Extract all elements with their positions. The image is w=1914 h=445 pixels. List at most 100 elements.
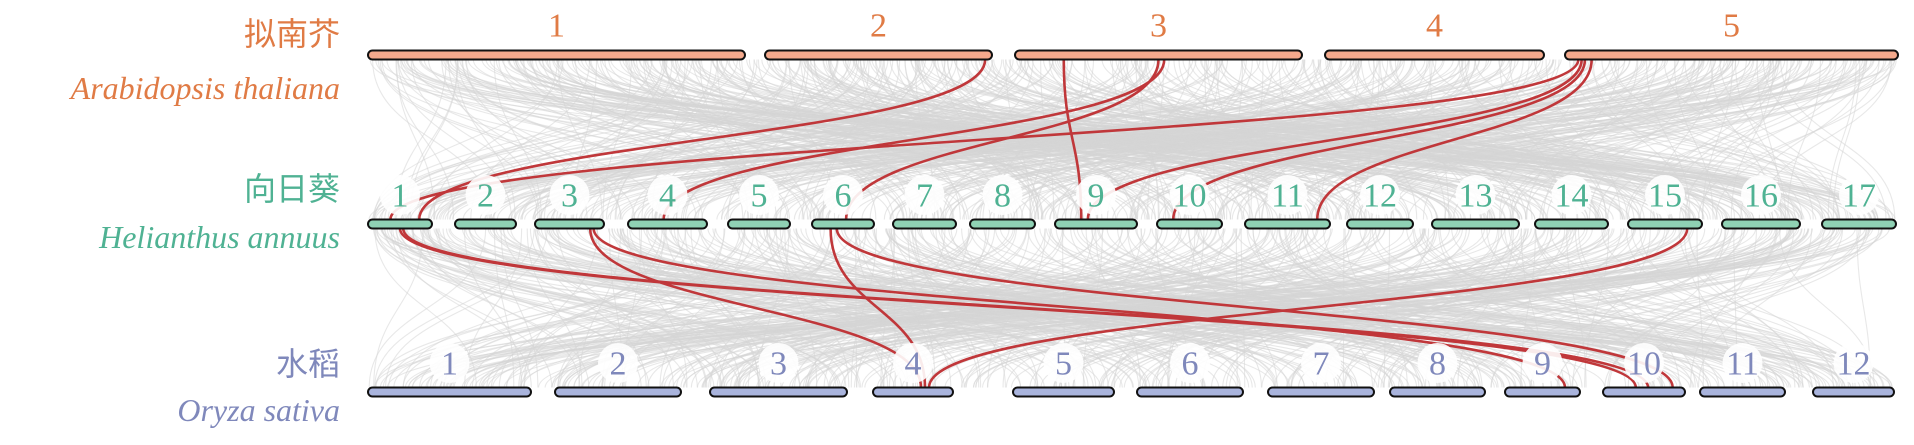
helianthus-chromosome-11 bbox=[1244, 218, 1331, 230]
oryza-chromosome-4 bbox=[872, 386, 954, 398]
helianthus-chromosome-label: 5 bbox=[751, 178, 768, 215]
background-link bbox=[399, 228, 839, 388]
helianthus-chromosome-label: 10 bbox=[1173, 178, 1207, 215]
background-link bbox=[1787, 59, 1821, 220]
oryza-chromosome-label: 10 bbox=[1627, 346, 1661, 383]
helianthus-chromosome-label-bg-11 bbox=[1267, 175, 1308, 215]
helianthus-chromosome-2 bbox=[454, 218, 517, 230]
background-link bbox=[1524, 59, 1747, 220]
background-link bbox=[619, 59, 1467, 220]
helianthus-chromosome-4 bbox=[627, 218, 708, 230]
background-link bbox=[815, 228, 1425, 388]
arabidopsis-chromosome-1 bbox=[367, 49, 746, 61]
background-link bbox=[621, 228, 1301, 388]
helianthus-chromosome-label-bg-2 bbox=[465, 175, 506, 215]
background-link bbox=[608, 228, 1270, 388]
oryza-chromosome-label-bg-5 bbox=[1043, 343, 1084, 383]
background-link bbox=[1534, 228, 1696, 388]
helianthus-chromosome-label: 12 bbox=[1363, 178, 1397, 215]
oryza-chromosome-1 bbox=[367, 386, 532, 398]
helianthus-chromosome-label-bg-14 bbox=[1551, 175, 1592, 215]
background-link bbox=[395, 228, 885, 388]
helianthus-chinese-name: 向日葵 bbox=[243, 170, 340, 208]
background-link bbox=[1054, 228, 1630, 388]
background-link bbox=[381, 59, 1488, 220]
background-link bbox=[716, 59, 1778, 220]
background-link bbox=[1106, 228, 1712, 388]
background-link bbox=[587, 228, 1506, 388]
background-link bbox=[1780, 59, 1896, 220]
background-link bbox=[1715, 59, 1880, 220]
oryza-chromosome-7 bbox=[1267, 386, 1375, 398]
background-link bbox=[707, 228, 1726, 388]
background-link bbox=[1388, 228, 1777, 388]
oryza-chromosome-5 bbox=[1012, 386, 1115, 398]
highlight-link bbox=[662, 59, 1166, 220]
background-link bbox=[498, 228, 687, 388]
background-link bbox=[1827, 59, 1857, 220]
helianthus-chromosome-label-bg-7 bbox=[904, 175, 945, 215]
background-link bbox=[970, 59, 1752, 220]
arabidopsis-chromosome-3 bbox=[1014, 49, 1303, 61]
oryza-chromosome-label: 2 bbox=[610, 346, 627, 383]
background-link bbox=[907, 228, 936, 388]
background-link bbox=[406, 59, 1506, 220]
oryza-chromosome-label-bg-6 bbox=[1170, 343, 1210, 383]
background-link bbox=[1247, 228, 1838, 388]
oryza-chromosome-label-bg-1 bbox=[429, 343, 470, 383]
background-link bbox=[911, 228, 1006, 388]
arabidopsis-chromosome-label: 1 bbox=[548, 8, 565, 45]
background-link bbox=[1312, 228, 1804, 388]
helianthus-chromosome-label-bg-16 bbox=[1741, 175, 1781, 215]
helianthus-chromosome-15 bbox=[1627, 218, 1703, 230]
background-link bbox=[1064, 59, 1219, 220]
background-link bbox=[708, 228, 971, 388]
oryza-chromosome-10 bbox=[1602, 386, 1686, 398]
background-link bbox=[489, 59, 1054, 220]
helianthus-chromosome-label-bg-13 bbox=[1455, 175, 1496, 215]
background-link bbox=[412, 59, 812, 220]
helianthus-chromosome-16 bbox=[1721, 218, 1801, 230]
background-link bbox=[1412, 228, 1572, 388]
background-link bbox=[557, 228, 674, 388]
helianthus-chromosome-13 bbox=[1431, 218, 1520, 230]
oryza-chromosome-label: 6 bbox=[1182, 346, 1199, 383]
oryza-chromosome-6 bbox=[1136, 386, 1244, 398]
helianthus-chromosome-6 bbox=[811, 218, 875, 230]
background-link bbox=[588, 59, 1597, 220]
background-link bbox=[401, 59, 851, 220]
background-link bbox=[381, 59, 635, 220]
background-link bbox=[1613, 59, 1840, 220]
oryza-chromosome-label-bg-2 bbox=[598, 343, 638, 383]
background-link bbox=[1762, 59, 1887, 220]
background-link bbox=[734, 228, 1826, 388]
helianthus-chromosome-8 bbox=[969, 218, 1036, 230]
background-link bbox=[411, 228, 687, 388]
oryza-chromosome-label: 9 bbox=[1534, 346, 1551, 383]
helianthus-chromosome-label: 17 bbox=[1842, 178, 1876, 215]
arabidopsis-chromosome-label: 3 bbox=[1150, 8, 1167, 45]
helianthus-chromosome-label-bg-5 bbox=[739, 175, 779, 215]
oryza-chromosome-9 bbox=[1504, 386, 1581, 398]
helianthus-chromosome-label-bg-9 bbox=[1076, 175, 1116, 215]
background-link bbox=[1284, 59, 1645, 220]
background-link bbox=[611, 228, 1022, 388]
background-link bbox=[503, 228, 698, 388]
background-link bbox=[548, 228, 1396, 388]
background-link bbox=[500, 228, 539, 388]
background-link bbox=[374, 228, 535, 388]
background-link bbox=[1150, 59, 1378, 220]
background-link bbox=[1684, 59, 1814, 220]
background-link bbox=[1098, 228, 1606, 388]
background-link bbox=[382, 228, 1014, 388]
helianthus-chromosome-label: 3 bbox=[561, 178, 578, 215]
background-link bbox=[1639, 228, 1796, 388]
oryza-chromosome-12 bbox=[1812, 386, 1895, 398]
helianthus-chromosome-5 bbox=[727, 218, 791, 230]
background-link bbox=[373, 228, 424, 388]
helianthus-chromosome-label: 4 bbox=[659, 178, 676, 215]
background-link bbox=[682, 59, 958, 220]
